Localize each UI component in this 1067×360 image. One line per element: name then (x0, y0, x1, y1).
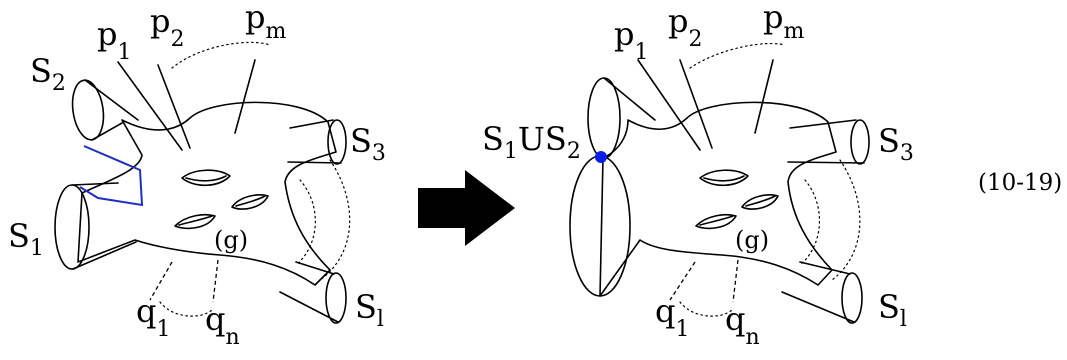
label-s1: S1 (8, 217, 44, 261)
puncture-line-q1 (669, 261, 696, 301)
label-sl: Sl (878, 288, 907, 332)
sl-boundary-circle (841, 272, 863, 324)
puncture-line-pm (234, 59, 256, 134)
label-sl: Sl (355, 288, 384, 332)
left-surface (54, 41, 351, 324)
sl-boundary-circle (325, 272, 347, 324)
s2-boundary-circle (71, 79, 105, 141)
dotted-arc-q (159, 301, 213, 317)
genus-handle (741, 194, 779, 210)
label-s2: S2 (30, 52, 66, 96)
label-genus: (g) (735, 226, 769, 254)
s2-boundary-circle (587, 77, 621, 159)
puncture-line-p1 (117, 61, 183, 151)
genus-handle (174, 213, 216, 230)
left-surface-outline (77, 101, 337, 286)
genus-handle (181, 169, 231, 187)
right-arrow-icon (418, 170, 515, 246)
label-qn: qn (205, 300, 240, 350)
puncture-line-p2 (679, 59, 713, 149)
gluing-point (595, 151, 607, 163)
puncture-line-pm (754, 59, 774, 134)
label-p1: p1 (614, 15, 648, 65)
s3-boundary-circle (850, 119, 870, 165)
label-p2: p2 (150, 2, 184, 52)
label-q1: q1 (136, 292, 170, 342)
puncture-line-p1 (637, 59, 701, 151)
right-surface-outline (599, 101, 837, 297)
puncture-line-p2 (157, 64, 191, 149)
genus-handle (695, 213, 737, 230)
genus-handle (699, 169, 749, 187)
dotted-arc-s (799, 179, 821, 266)
label-s1-union-s2: S1US2 (482, 120, 581, 164)
dotted-arc-p (689, 42, 786, 69)
label-q1: q1 (655, 292, 689, 342)
label-pm: pm (763, 0, 804, 44)
s1-boundary-circle (54, 184, 90, 270)
puncture-line-qn (732, 259, 739, 303)
label-p2: p2 (668, 2, 702, 52)
label-p1: p1 (97, 15, 131, 65)
puncture-line-qn (212, 259, 219, 303)
s3-boundary-circle (327, 119, 347, 165)
dotted-arc-p (171, 41, 271, 69)
dotted-arc-s (295, 179, 316, 266)
dotted-arc-q (679, 301, 733, 317)
genus-handle (231, 194, 269, 210)
label-s3: S3 (878, 122, 914, 166)
equation-number: (10-19) (978, 170, 1062, 196)
puncture-line-q1 (149, 261, 173, 301)
label-s3: S3 (350, 122, 386, 166)
gluing-path (79, 145, 144, 207)
label-qn: qn (725, 300, 760, 350)
label-genus: (g) (214, 226, 248, 254)
right-surface (569, 42, 870, 324)
label-pm: pm (245, 0, 286, 44)
